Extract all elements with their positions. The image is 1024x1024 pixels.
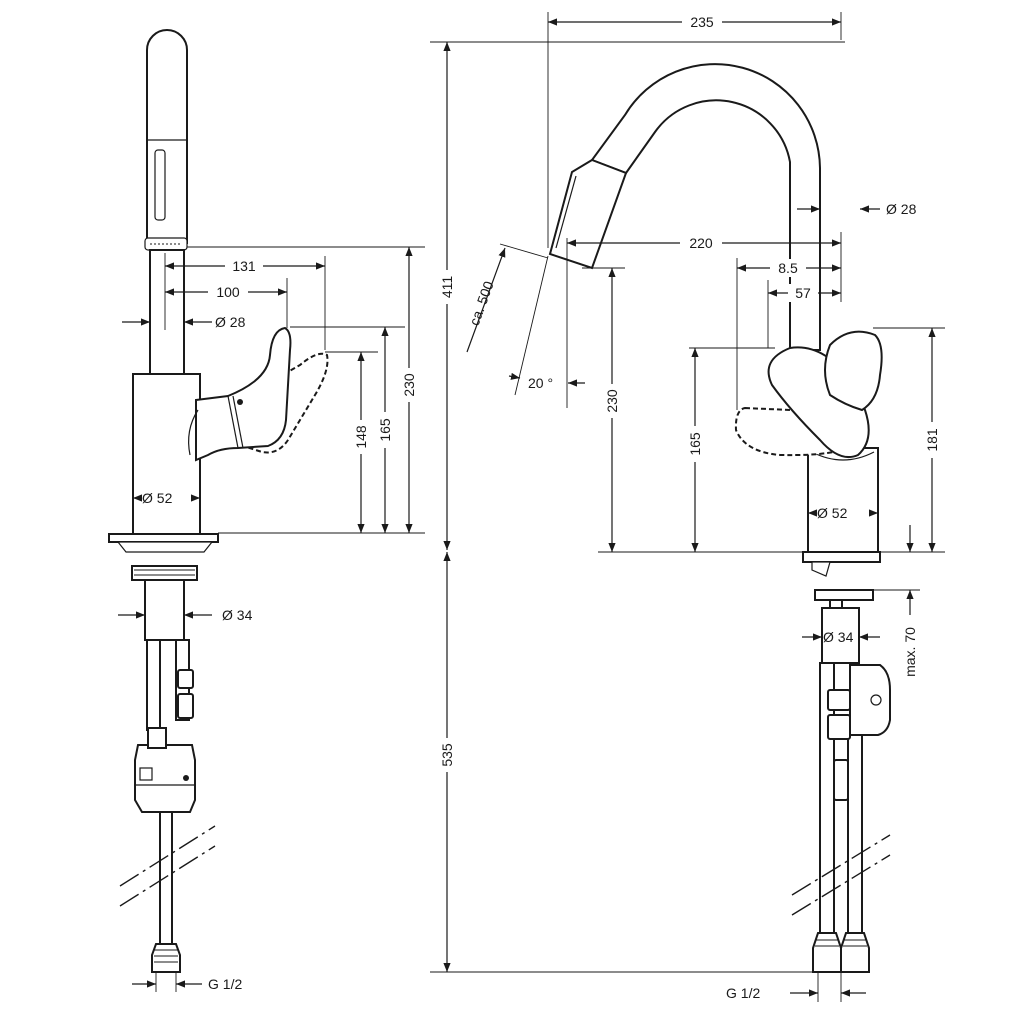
dim-label-thread-side: G 1/2 bbox=[208, 976, 242, 992]
hose-fitting-left-front bbox=[812, 932, 842, 973]
mounting-nut-side bbox=[131, 565, 198, 581]
shared-height-dims: 411 535 bbox=[430, 41, 845, 973]
angle-line-20 bbox=[514, 255, 549, 396]
spray-head-front bbox=[548, 158, 628, 270]
dim-label-spout-diameter-front: Ø 28 bbox=[886, 201, 917, 217]
mounting-plate-side bbox=[108, 533, 219, 543]
spray-head-side bbox=[146, 29, 188, 244]
mounting-nut-front bbox=[814, 589, 874, 601]
dim-label-181: 181 bbox=[924, 428, 940, 452]
dim-label-angle-20: 20 ° bbox=[528, 375, 553, 391]
spout-tube-side bbox=[149, 249, 185, 376]
dim-label-57: 57 bbox=[795, 285, 811, 301]
hose-right-front bbox=[847, 734, 863, 934]
dim-label-165-side: 165 bbox=[377, 418, 393, 442]
dim-label-thread-front: G 1/2 bbox=[726, 985, 760, 1001]
side-view: 131 100 Ø 28 148 165 230 Ø 52 Ø 34 G 1/2 bbox=[108, 29, 425, 992]
hose-fitting-right-front bbox=[840, 932, 870, 973]
break-line-front-1 bbox=[791, 834, 891, 896]
break-line-side-1 bbox=[119, 825, 216, 887]
shank-front bbox=[821, 607, 860, 664]
lever-handle-rear bbox=[824, 330, 883, 412]
faucet-body-front bbox=[807, 447, 879, 553]
dim-label-body-diameter-side: Ø 52 bbox=[142, 490, 173, 506]
spray-head-button bbox=[154, 149, 166, 221]
hose-clip-box-side bbox=[134, 744, 196, 813]
handle-indicator-dot bbox=[237, 399, 243, 405]
hose-lower-side bbox=[159, 811, 173, 945]
dim-label-411: 411 bbox=[439, 276, 455, 299]
gooseneck-spout bbox=[590, 63, 821, 351]
front-view: 235 Ø 28 220 8.5 57 ca. 500 20 ° 230 165 bbox=[466, 12, 945, 1002]
dim-label-230-front: 230 bbox=[604, 389, 620, 413]
dim-label-235: 235 bbox=[690, 14, 714, 30]
mounting-plate-front bbox=[802, 551, 881, 563]
lever-handle-side bbox=[195, 326, 292, 462]
dim-label-shank-diameter-front: Ø 34 bbox=[823, 629, 854, 645]
break-line-side-2 bbox=[119, 845, 216, 907]
dim-label-max70: max. 70 bbox=[902, 627, 918, 677]
dim-label-body-diameter-front: Ø 52 bbox=[817, 505, 848, 521]
hose-left-side bbox=[146, 639, 161, 731]
shank-side bbox=[144, 579, 185, 641]
dim-label-165-front: 165 bbox=[687, 432, 703, 456]
dim-label-148: 148 bbox=[353, 425, 369, 449]
dim-label-535: 535 bbox=[439, 743, 455, 767]
break-line-front-2 bbox=[791, 854, 891, 916]
dim-label-220: 220 bbox=[689, 235, 713, 251]
dim-label-131: 131 bbox=[232, 258, 256, 274]
dim-label-85: 8.5 bbox=[778, 260, 798, 276]
dim-label-shank-diameter-side: Ø 34 bbox=[222, 607, 253, 623]
dim-label-spout-diameter-side: Ø 28 bbox=[215, 314, 246, 330]
dim-label-pullout: ca. 500 bbox=[466, 279, 497, 328]
valve-box-front bbox=[849, 664, 891, 736]
dim-label-230-side: 230 bbox=[401, 373, 417, 397]
dim-label-100: 100 bbox=[216, 284, 240, 300]
hose-fitting-side bbox=[151, 943, 181, 973]
dim-line-pullout bbox=[466, 247, 506, 353]
